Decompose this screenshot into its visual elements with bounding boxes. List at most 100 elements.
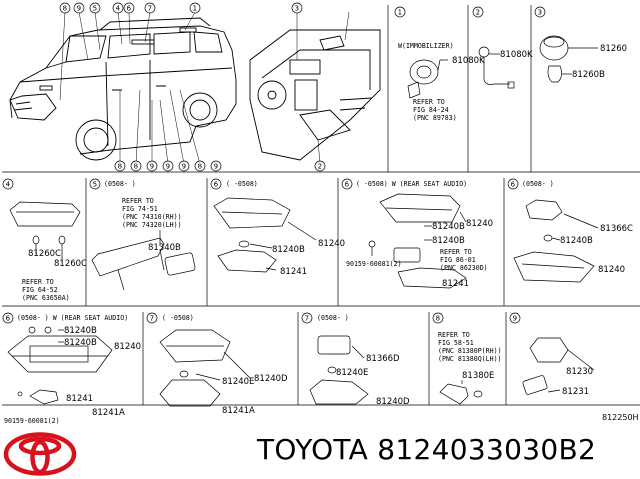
side-lamp	[439, 380, 483, 405]
callout-number: 2	[318, 163, 322, 171]
callout-circle	[162, 160, 174, 172]
callout-circle	[178, 160, 190, 172]
p6d-part-0: 81240B	[64, 326, 97, 336]
p6c-part-2: 81240	[598, 265, 625, 275]
callout-circle	[112, 2, 124, 14]
drawing-code: 812250H	[602, 413, 639, 422]
callout-number: 7	[148, 5, 152, 13]
p6a-num: 6	[214, 181, 219, 189]
callout-number: 9	[150, 163, 154, 171]
door-lamp	[159, 329, 251, 407]
p9-part-0: 81230	[566, 367, 593, 377]
p3-part-1: 81260B	[572, 70, 605, 80]
callout-number: 8	[198, 163, 202, 171]
p1-part: 81080K	[452, 56, 485, 66]
p6c-part-1: 81240B	[560, 236, 593, 246]
callout-circle	[146, 160, 158, 172]
p6b-part-2: 81240B	[432, 236, 465, 246]
console-lamp	[368, 193, 467, 289]
callout-circle	[130, 160, 142, 172]
callout-circle	[123, 2, 135, 14]
p9-num: 9	[513, 315, 517, 323]
p4-part-1: 81260C	[54, 259, 87, 269]
p3-part-0: 81260	[600, 44, 627, 54]
p6c-num: 6	[511, 181, 516, 189]
panel-1-num: 1	[398, 9, 402, 17]
room-lamp	[9, 201, 81, 262]
callout-number: 8	[134, 163, 138, 171]
sun-visor	[91, 230, 196, 291]
p6d-part-4: 81241A	[92, 408, 125, 418]
callout-number: 9	[166, 163, 170, 171]
p5-refer-2: (PNC 74310(RH))	[122, 213, 182, 221]
callout-number: 5	[93, 5, 97, 13]
p7a-part-2: 81241A	[222, 406, 255, 416]
p1-refer-1: FIG 84-24	[413, 106, 449, 114]
p7a-part-1: 81240D	[254, 374, 288, 384]
callout-number: 9	[182, 163, 186, 171]
p7b-note: (0508- )	[317, 314, 349, 322]
p2-part: 81080K	[500, 50, 533, 60]
p6b-num: 6	[345, 181, 350, 189]
callout-circle	[314, 160, 326, 172]
diagram-labels: 1 2 3 W(IMMOBILIZER) 81080K REFER TO FIG…	[2, 6, 633, 425]
callout-circle	[59, 2, 71, 14]
p6d-bolt: 90159-60081(2)	[4, 417, 60, 425]
p6b-refer-2: (PNC 86230D)	[440, 264, 488, 272]
p6b-part-3: 81241	[442, 279, 469, 289]
p6c-part-0: 81366C	[600, 224, 633, 234]
p4-refer-1: FIG 64-52	[22, 286, 58, 294]
p4-refer-2: (PNC 63650A)	[22, 294, 70, 302]
p1-refer-0: REFER TO	[413, 98, 445, 106]
callout-circle	[210, 160, 222, 172]
leader-lines	[59, 11, 350, 165]
p6b-note: ( -0508) W (REAR SEAT AUDIO)	[356, 180, 467, 188]
p6a-part-0: 81240	[318, 239, 345, 249]
p5-refer-3: (PNC 74320(LH))	[122, 221, 182, 229]
p9-part-1: 81231	[562, 387, 589, 397]
p5-refer-0: REFER TO	[122, 197, 154, 205]
p6c-note: (0508- )	[522, 180, 554, 188]
p8-refer-0: REFER TO	[438, 331, 470, 339]
panel-3-num: 3	[538, 9, 542, 17]
p5-refer-1: FIG 74-51	[122, 205, 158, 213]
p6b-bolt: 90159-60081(2)	[346, 260, 402, 268]
map-lamp	[213, 197, 317, 273]
p8-refer-2: (PNC 81380P(RH))	[438, 347, 502, 355]
p6d-part-1: 81240B	[64, 338, 97, 348]
callout-number: 6	[127, 5, 132, 13]
p5-num: 5	[93, 181, 97, 189]
callout-number: 8	[118, 163, 122, 171]
callout-number: 4	[116, 5, 121, 13]
p7b-part-2: 81240D	[376, 397, 410, 407]
p8-refer-1: FIG 58-51	[438, 339, 474, 347]
dashboard-illustration	[249, 29, 381, 161]
courtesy-lamp	[309, 335, 369, 405]
p6a-part-1: 81240B	[272, 245, 305, 255]
p6b-part-1: 81240B	[432, 222, 465, 232]
callout-circle	[144, 2, 156, 14]
p5-part-0: 81340B	[148, 243, 181, 253]
p1-note: W(IMMOBILIZER)	[398, 42, 454, 50]
trunk-lamp	[522, 337, 595, 395]
suv-illustration	[9, 17, 237, 161]
rear-lamp	[513, 199, 599, 283]
callout-circle	[114, 160, 126, 172]
p7b-num: 7	[305, 315, 309, 323]
callout-number: 3	[295, 5, 299, 13]
p6d-part-3: 81241	[66, 394, 93, 404]
p7b-part-0: 81366D	[366, 354, 400, 364]
callout-circle	[73, 2, 85, 14]
p6d-note: (0508- ) W (REAR SEAT AUDIO)	[17, 314, 128, 322]
p6a-part-2: 81241	[280, 267, 307, 277]
immobilizer-coil	[407, 59, 448, 99]
p6a-note: ( -0508)	[226, 180, 258, 188]
callout-number: 9	[214, 163, 218, 171]
p7b-part-1: 81240E	[336, 368, 368, 378]
p8-part-0: 81380E	[462, 371, 494, 381]
p4-num: 4	[6, 181, 11, 189]
p6d-part-2: 81240	[114, 342, 141, 352]
callout-circle	[89, 2, 101, 14]
